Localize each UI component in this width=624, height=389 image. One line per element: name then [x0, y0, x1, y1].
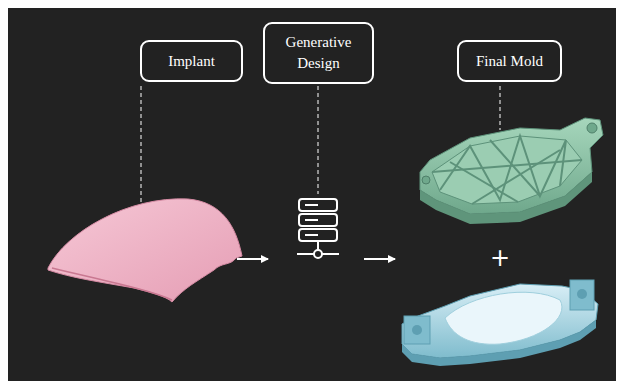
mold-bottom [402, 280, 598, 366]
mold-top [420, 118, 603, 224]
final-mold-box: Final Mold [457, 40, 562, 82]
box-text: Generative Design [276, 32, 361, 74]
server-icon [297, 199, 339, 258]
generative-design-box: Generative Design [263, 22, 374, 84]
plus-sign: + [490, 246, 510, 270]
box-text: Final Mold [476, 51, 543, 72]
box-text: Implant [168, 51, 215, 72]
flow-arrows [237, 258, 395, 260]
implant-shape [48, 199, 242, 302]
implant-box: Implant [140, 40, 243, 82]
